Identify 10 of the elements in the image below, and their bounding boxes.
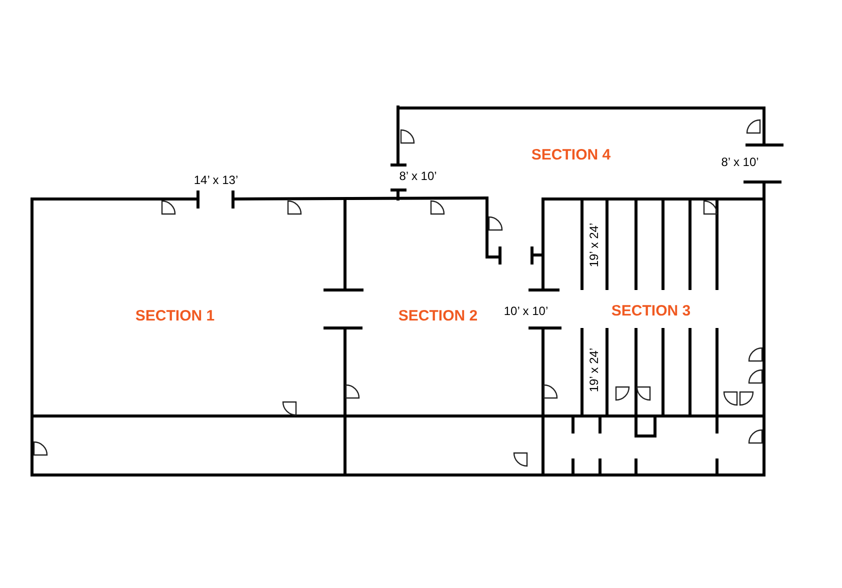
section-label: SECTION 3 [609,304,693,318]
section-label: SECTION 2 [396,308,480,324]
section-label: SECTION 1 [133,308,217,324]
dimension-label: 19’ x 24’ [588,220,600,270]
dimension-label: 10’ x 10’ [502,305,550,317]
dimension-label: 19’ x 24’ [588,346,600,394]
dimension-label: 8’ x 10’ [719,156,761,168]
section-label: SECTION 4 [529,148,613,162]
dimension-label: 14’ x 13’ [192,174,240,186]
dimension-label: 8’ x 10’ [397,170,439,182]
